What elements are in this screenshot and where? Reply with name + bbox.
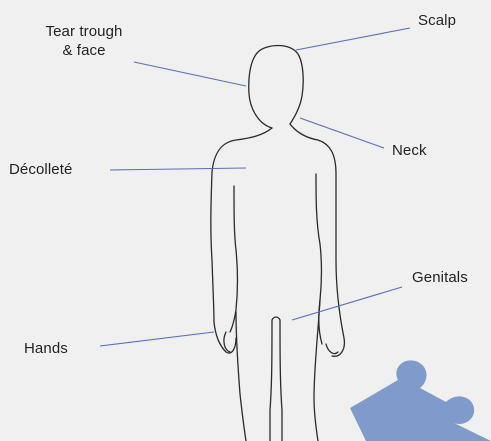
leader-line-hands [100,332,214,346]
label-tear-trough-line2: & face [28,41,140,60]
leader-lines [100,28,410,346]
human-body-outline-icon [211,46,345,441]
label-genitals: Genitals [412,268,468,287]
leader-line-neck [300,118,384,148]
puzzle-piece-icon [350,360,491,441]
label-scalp: Scalp [418,11,456,30]
leader-line-decollete [110,168,246,170]
label-decollete: Décolleté [9,160,72,179]
label-neck: Neck [392,141,427,160]
label-tear-trough-line1: Tear trough [28,22,140,41]
label-hands: Hands [24,339,68,358]
leader-line-tear-trough [134,62,246,86]
leader-line-scalp [296,28,410,50]
leader-line-genitals [292,287,402,320]
label-tear-trough-face: Tear trough & face [28,22,140,60]
